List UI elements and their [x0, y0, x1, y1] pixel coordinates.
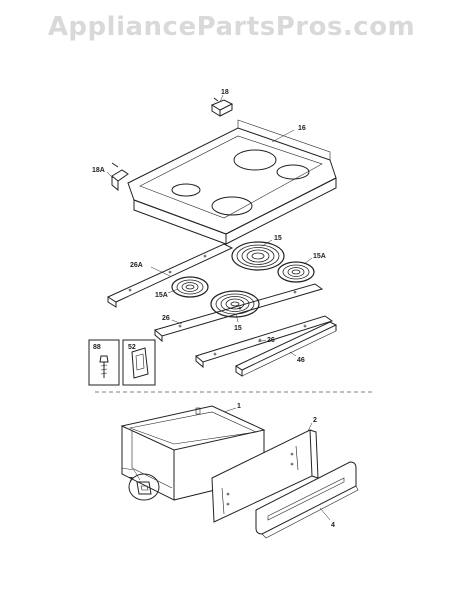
large-burner-rear	[231, 241, 285, 271]
label-part-26A: 26A	[130, 262, 143, 269]
label-part-15-rear: 15	[274, 235, 282, 242]
cooktop-glass-top	[127, 119, 337, 245]
small-burner-right	[277, 261, 315, 283]
label-part-15-front: 15	[234, 325, 242, 332]
large-burner-front	[210, 290, 260, 318]
watermark-text: AppliancePartsPros.com	[47, 12, 416, 42]
label-part-52: 52	[128, 344, 136, 351]
part-4-drawer-front	[255, 461, 359, 539]
part-26-bracket-lower	[194, 315, 334, 369]
label-part-1: 1	[237, 403, 241, 410]
label-part-26-middle: 26	[162, 315, 170, 322]
part-18-bracket	[210, 97, 234, 117]
label-part-88: 88	[93, 344, 101, 351]
part-46-trim	[234, 321, 338, 377]
small-burner-left	[171, 276, 209, 298]
label-part-15A-right: 15A	[313, 253, 326, 260]
part-1-drawer-box	[120, 405, 266, 501]
label-part-7: 7	[129, 477, 133, 484]
part-26-bracket-middle	[153, 283, 324, 343]
leader-lines	[106, 94, 331, 521]
label-part-2: 2	[313, 417, 317, 424]
part-26A-bracket	[106, 243, 234, 308]
label-part-15A-left: 15A	[155, 292, 168, 299]
label-part-46: 46	[297, 357, 305, 364]
label-part-16: 16	[298, 125, 306, 132]
part-2-drawer-panel	[211, 429, 319, 523]
part-18A-bracket	[111, 162, 129, 192]
part-7-callout	[121, 467, 160, 501]
label-part-18: 18	[221, 89, 229, 96]
label-part-26-lower: 26	[267, 337, 275, 344]
part-88-box	[88, 339, 120, 386]
part-52-box	[122, 339, 156, 386]
label-part-4: 4	[331, 522, 335, 529]
label-part-18A: 18A	[92, 167, 105, 174]
